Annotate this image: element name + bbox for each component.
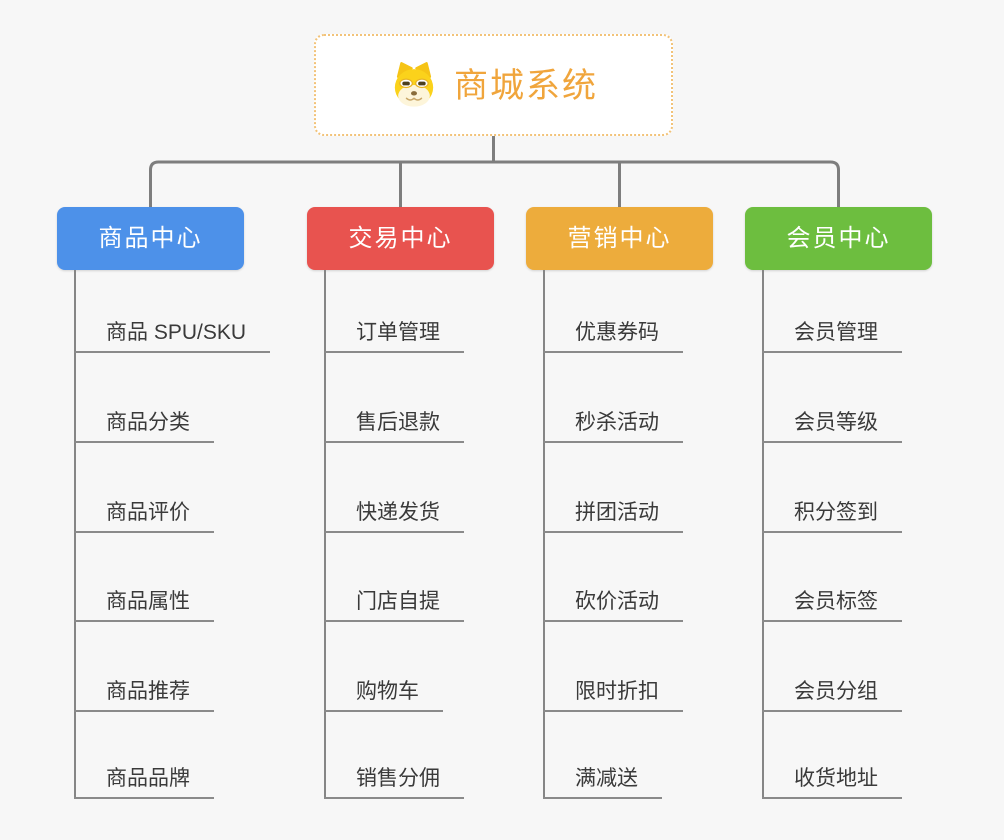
leaf-node[interactable]: 商品属性 xyxy=(74,591,214,622)
branch-label: 交易中心 xyxy=(348,224,453,252)
leaf-node[interactable]: 商品分类 xyxy=(74,412,214,443)
leaf-node[interactable]: 会员等级 xyxy=(762,412,902,443)
leaf-node[interactable]: 会员分组 xyxy=(762,681,902,712)
root-title: 商城系统 xyxy=(454,67,598,105)
leaf-node[interactable]: 订单管理 xyxy=(324,322,464,353)
leaf-node[interactable]: 限时折扣 xyxy=(543,681,683,712)
branch-node[interactable]: 会员中心 xyxy=(745,207,932,270)
branch-column-line xyxy=(74,270,76,799)
leaf-node[interactable]: 会员管理 xyxy=(762,322,902,353)
branch-label: 商品中心 xyxy=(98,224,203,252)
branch-label: 营销中心 xyxy=(567,224,672,252)
branch-column-line xyxy=(324,270,326,799)
branch-node[interactable]: 营销中心 xyxy=(526,207,713,270)
leaf-node[interactable]: 优惠券码 xyxy=(543,322,683,353)
leaf-node[interactable]: 商品推荐 xyxy=(74,681,214,712)
leaf-node[interactable]: 商品 SPU/SKU xyxy=(74,322,271,353)
doge-icon xyxy=(389,61,439,109)
branch-column-line xyxy=(762,270,764,799)
leaf-node[interactable]: 积分签到 xyxy=(762,502,902,533)
leaf-node[interactable]: 商品评价 xyxy=(74,502,214,533)
leaf-node[interactable]: 收货地址 xyxy=(762,768,902,799)
leaf-node[interactable]: 快递发货 xyxy=(324,502,464,533)
leaf-node[interactable]: 会员标签 xyxy=(762,591,902,622)
leaf-node[interactable]: 销售分佣 xyxy=(324,768,464,799)
branch-label: 会员中心 xyxy=(786,224,891,252)
leaf-node[interactable]: 购物车 xyxy=(324,681,443,712)
leaf-node[interactable]: 门店自提 xyxy=(324,591,464,622)
branch-column-line xyxy=(543,270,545,799)
branch-node[interactable]: 交易中心 xyxy=(307,207,494,270)
leaf-node[interactable]: 售后退款 xyxy=(324,412,464,443)
leaf-node[interactable]: 拼团活动 xyxy=(543,502,683,533)
leaf-node[interactable]: 满减送 xyxy=(543,768,662,799)
branch-node[interactable]: 商品中心 xyxy=(57,207,244,270)
leaf-node[interactable]: 商品品牌 xyxy=(74,768,214,799)
leaf-node[interactable]: 砍价活动 xyxy=(543,591,683,622)
root-node[interactable]: 商城系统 xyxy=(314,34,673,136)
leaf-node[interactable]: 秒杀活动 xyxy=(543,412,683,443)
